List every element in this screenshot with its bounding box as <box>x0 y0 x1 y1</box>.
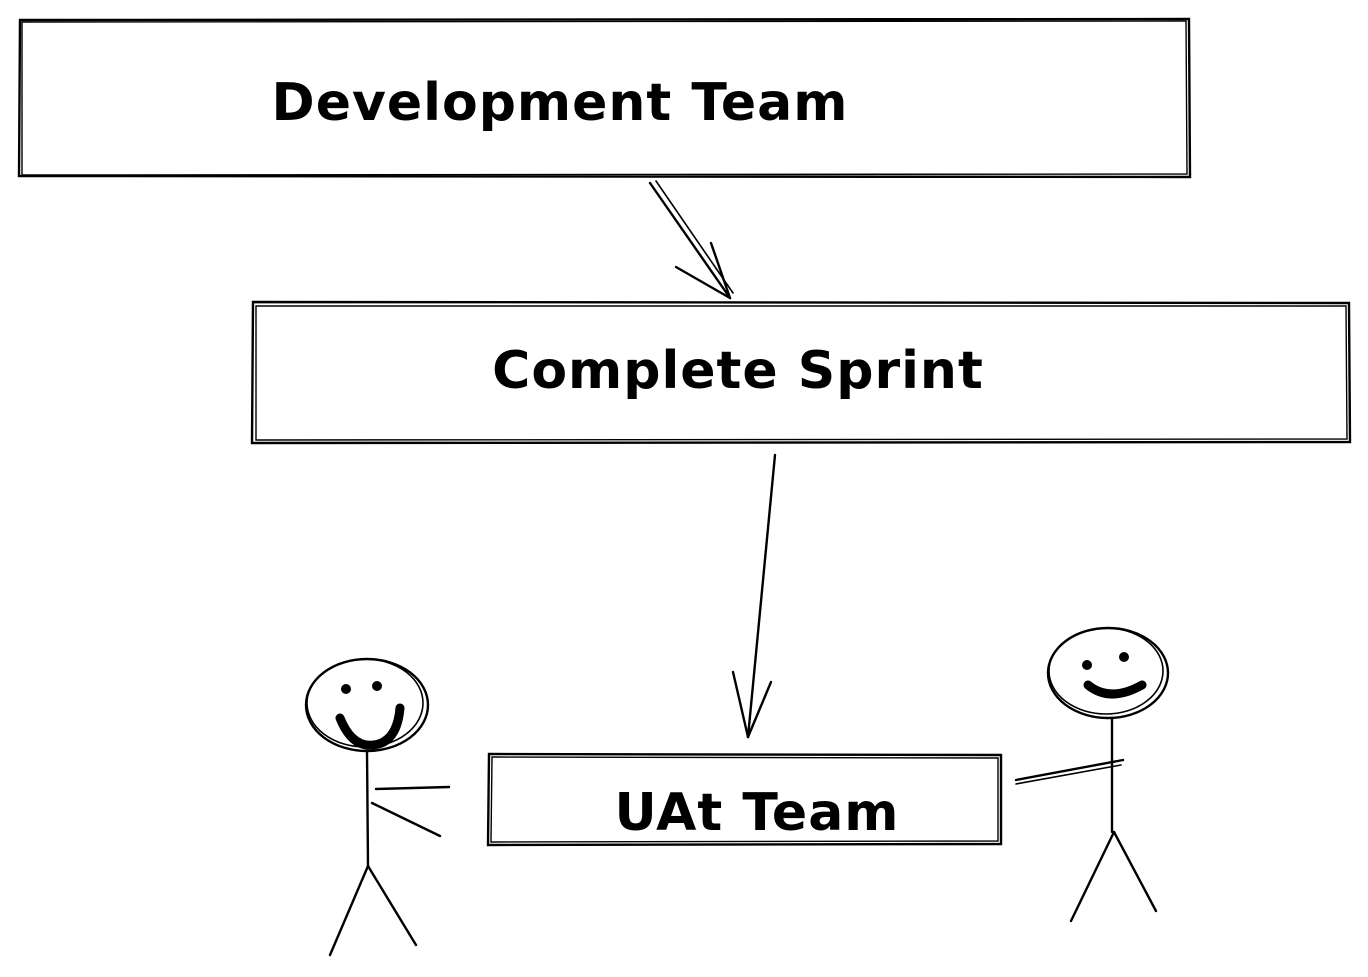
stick-figure-icon <box>304 657 451 957</box>
uat-team-box: UAt Team <box>486 752 1003 847</box>
arrow-down-icon <box>731 453 777 739</box>
uat-team-label: UAt Team <box>615 783 900 843</box>
stick-figure-icon <box>1014 626 1170 923</box>
development-team-label: Development Team <box>272 73 849 133</box>
arrow-down-icon <box>648 180 734 300</box>
complete-sprint-box: Complete Sprint <box>250 300 1352 445</box>
complete-sprint-label: Complete Sprint <box>492 341 984 401</box>
development-team-box: Development Team <box>17 17 1192 179</box>
